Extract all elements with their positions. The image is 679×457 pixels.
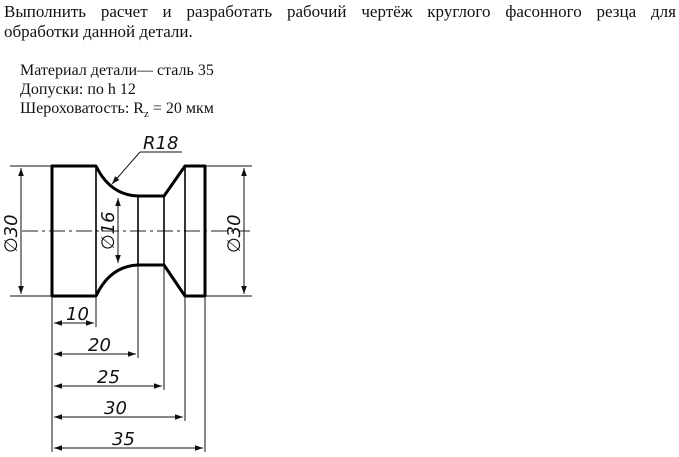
dia-mid-label: ∅16 xyxy=(98,211,119,250)
len-20-label: 20 xyxy=(88,335,111,356)
roughness-suffix: = 20 мкм xyxy=(148,100,214,117)
roughness-spec: Шероховатость: Rz = 20 мкм xyxy=(20,99,214,124)
tolerance-spec: Допуски: по h 12 xyxy=(20,81,136,98)
task-line-1: Выполнить расчет и разработать рабочий ч… xyxy=(4,2,676,21)
len-30-label: 30 xyxy=(104,398,127,419)
dia-left-label: ∅30 xyxy=(1,214,22,253)
roughness-subscript: z xyxy=(143,108,149,121)
material-spec: Материал детали— сталь 35 xyxy=(20,62,214,79)
task-line-2: обработки данной детали. xyxy=(4,22,193,41)
radius-pointer xyxy=(111,151,141,185)
dia-right-label: ∅30 xyxy=(224,214,245,253)
len-10-label: 10 xyxy=(66,304,89,325)
len-25-label: 25 xyxy=(97,367,120,388)
part-outline xyxy=(50,164,207,298)
roughness-prefix: Шероховатость: R xyxy=(20,100,144,117)
radius-label: R18 xyxy=(143,133,178,154)
len-35-label: 35 xyxy=(112,429,135,450)
